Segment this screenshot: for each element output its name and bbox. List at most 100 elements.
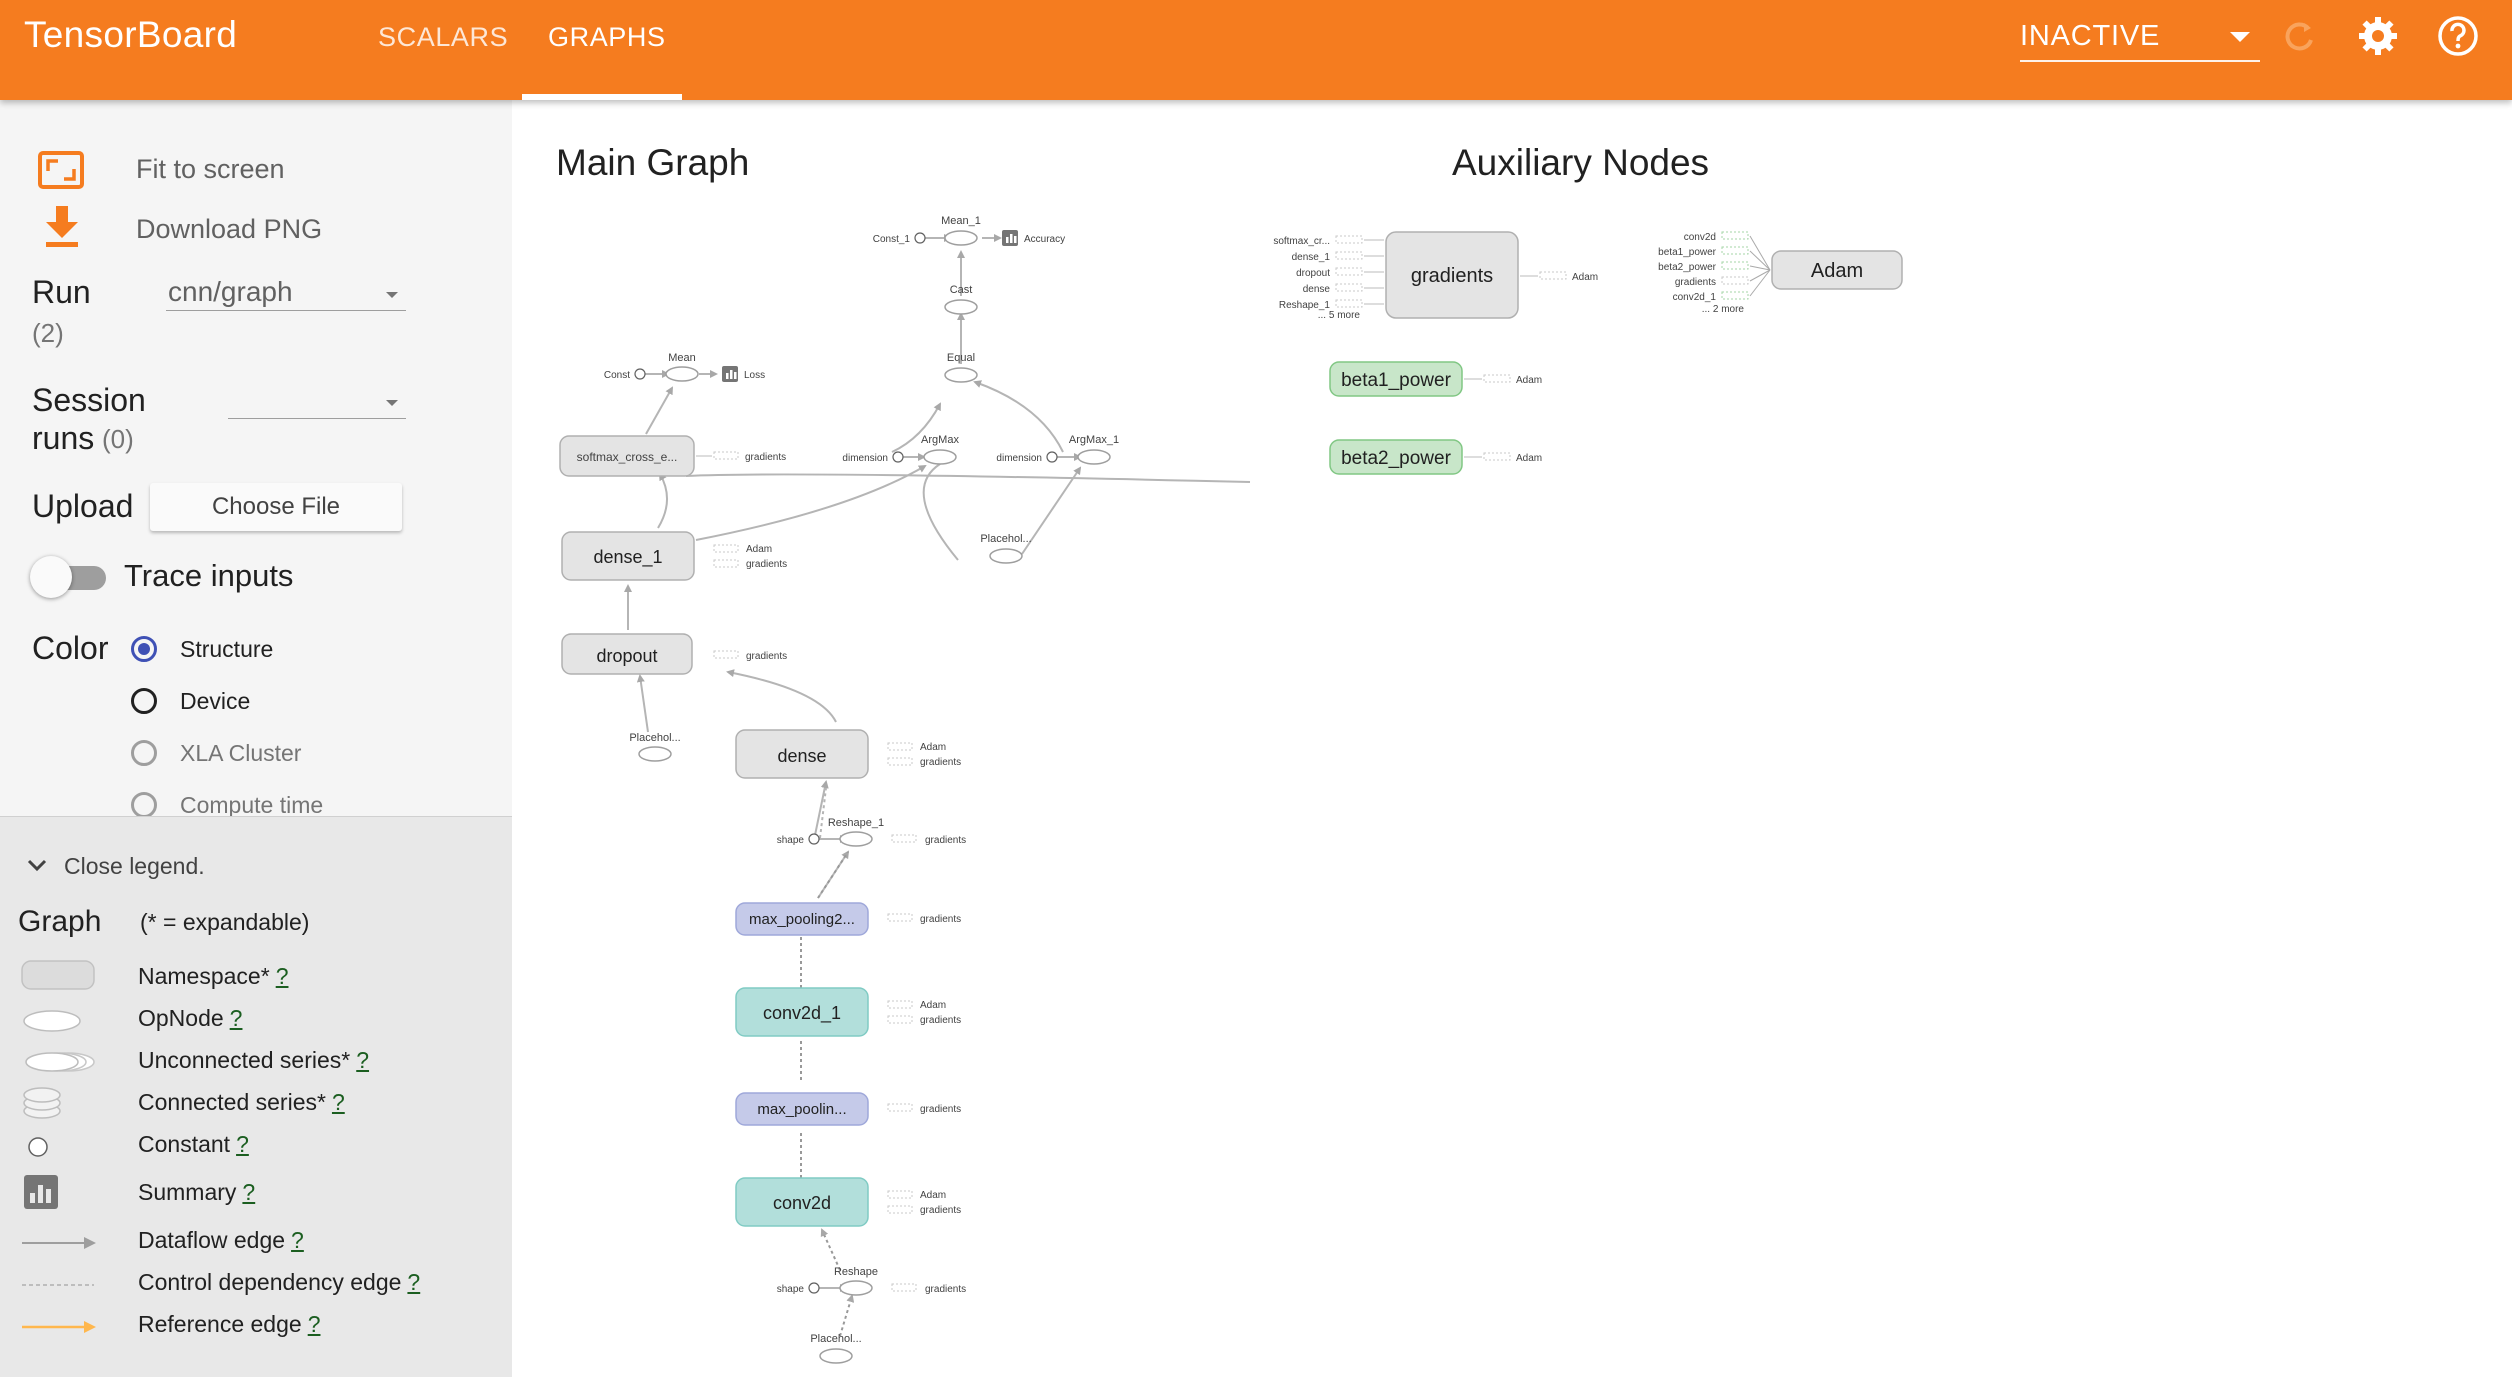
run-count: (2) <box>32 318 64 348</box>
legend-item: Namespace*? <box>138 963 288 990</box>
node-label: conv2d <box>773 1193 831 1213</box>
node-label: Const <box>604 370 630 381</box>
conv2d-node[interactable]: conv2d <box>735 1177 869 1227</box>
max-pooling2d-node[interactable]: max_poolin... <box>735 1092 869 1126</box>
reshape-node[interactable]: Reshape <box>834 1266 878 1296</box>
node-label: Equal <box>947 352 975 364</box>
color-radio-xla-cluster[interactable] <box>131 740 157 766</box>
node-label: ArgMax <box>921 434 959 446</box>
reshape-shape-node[interactable]: shape <box>777 1282 820 1295</box>
main-graph-title: Main Graph <box>556 142 750 183</box>
placeholder-labels-node[interactable]: Placehol... <box>980 533 1032 564</box>
trace-inputs-toggle-knob[interactable] <box>30 556 72 598</box>
node-label: gradients <box>1411 265 1493 287</box>
help-link[interactable]: ? <box>275 963 289 989</box>
const-node[interactable]: Const <box>604 368 646 381</box>
softmax-gradients-stub: gradients <box>696 451 786 463</box>
placeholder-input-node[interactable]: Placehol... <box>810 1333 862 1364</box>
tab-graphs[interactable]: GRAPHS <box>548 22 666 52</box>
aux-adam-node[interactable]: Adam <box>1771 250 1903 290</box>
node-label: Loss <box>744 370 765 381</box>
mean-node[interactable]: Mean <box>665 352 699 382</box>
max-pooling2d-1-node[interactable]: max_pooling2... <box>735 902 869 936</box>
node-label: shape <box>777 835 805 846</box>
help-link[interactable]: ? <box>407 1269 421 1295</box>
dropout-node[interactable]: dropout <box>561 633 693 675</box>
conv2d-1-node[interactable]: conv2d_1 <box>735 987 869 1037</box>
help-link[interactable]: ? <box>242 1179 256 1205</box>
help-link[interactable]: ? <box>331 1089 345 1115</box>
aux-beta2-output-stub: Adam <box>1464 452 1542 464</box>
aux-adam-input-stubs: conv2d beta1_power beta2_power gradients… <box>1658 231 1771 315</box>
chevron-down-icon <box>386 292 398 298</box>
color-radio-compute-time[interactable] <box>131 792 157 818</box>
placeholder-keep-prob-node[interactable]: Placehol... <box>629 732 681 762</box>
node-label: Adam <box>920 1000 946 1011</box>
node-label: gradients <box>746 559 787 570</box>
color-radio-device[interactable] <box>131 688 157 714</box>
help-link[interactable]: ? <box>356 1047 370 1073</box>
chevron-down-icon[interactable] <box>26 857 48 873</box>
dense-node[interactable]: dense <box>735 729 869 779</box>
node-label: Adam <box>920 1190 946 1201</box>
aux-beta1-power-node[interactable]: beta1_power <box>1329 361 1463 397</box>
loss-summary-node[interactable]: Loss <box>722 366 765 382</box>
help-icon[interactable] <box>2436 14 2480 58</box>
session-runs-dropdown[interactable] <box>228 380 406 419</box>
node-label: Adam <box>746 544 772 555</box>
trace-inputs-label: Trace inputs <box>124 558 294 593</box>
cast-node[interactable]: Cast <box>944 284 978 315</box>
node-label: dense_1 <box>1292 252 1331 263</box>
dense-1-node[interactable]: dense_1 <box>561 531 695 581</box>
fit-to-screen-button[interactable]: Fit to screen <box>136 154 285 184</box>
legend-item: Control dependency edge? <box>138 1269 420 1296</box>
dense-1-aux-stubs: Adam gradients <box>713 544 787 570</box>
argmax-node[interactable]: ArgMax <box>921 434 959 465</box>
mean-1-node[interactable]: Mean_1 <box>941 215 981 246</box>
node-label: Reshape_1 <box>828 817 884 829</box>
max-pooling2d-1-aux-stub: gradients <box>887 913 961 925</box>
run-dropdown-value: cnn/graph <box>168 276 293 307</box>
download-icon[interactable] <box>44 206 80 248</box>
node-label: conv2d_1 <box>763 1003 841 1024</box>
node-label: Adam <box>1516 375 1542 386</box>
tab-scalars[interactable]: SCALARS <box>378 22 509 52</box>
accuracy-summary-node[interactable]: Accuracy <box>1002 230 1065 246</box>
argmax-1-node[interactable]: ArgMax_1 <box>1069 434 1119 465</box>
node-label: Adam <box>1516 453 1542 464</box>
node-label: softmax_cross_e... <box>577 450 678 464</box>
help-link[interactable]: ? <box>229 1005 243 1031</box>
help-link[interactable]: ? <box>307 1311 321 1337</box>
equal-node[interactable]: Equal <box>944 352 978 383</box>
legend-item-label: OpNode <box>138 1005 224 1031</box>
status-select[interactable]: INACTIVE <box>2020 18 2260 62</box>
session-runs-label-2: runs <box>32 420 95 456</box>
graph-canvas[interactable]: Mean_1 Const_1 Accuracy Cast Equal Mean … <box>512 100 2512 1376</box>
help-link[interactable]: ? <box>291 1227 304 1253</box>
fit-to-screen-icon[interactable] <box>38 151 84 189</box>
argmax-dimension-node[interactable]: dimension <box>842 451 904 464</box>
settings-icon[interactable] <box>2356 14 2400 58</box>
help-link[interactable]: ? <box>236 1131 249 1157</box>
node-label: ... 5 more <box>1318 310 1361 321</box>
const-1-node[interactable]: Const_1 <box>873 232 926 245</box>
legend-item: Summary? <box>138 1179 255 1206</box>
run-dropdown[interactable]: cnn/graph <box>166 276 406 311</box>
reshape-1-aux-stub: gradients <box>891 834 966 846</box>
legend-item-label: Dataflow edge <box>138 1227 286 1253</box>
aux-gradients-node[interactable]: gradients <box>1385 231 1519 319</box>
choose-file-button[interactable]: Choose File <box>150 483 402 531</box>
aux-beta1-output-stub: Adam <box>1464 374 1542 386</box>
softmax-cross-entropy-node[interactable]: softmax_cross_e... <box>559 435 695 477</box>
download-png-button[interactable]: Download PNG <box>136 214 323 244</box>
argmax-1-dimension-node[interactable]: dimension <box>996 451 1058 464</box>
legend-item: Dataflow edge? <box>138 1227 304 1254</box>
node-label: gradients <box>920 1015 961 1026</box>
close-legend-button[interactable]: Close legend. <box>64 853 205 879</box>
color-option-label: Structure <box>180 636 274 662</box>
refresh-icon[interactable] <box>2278 14 2322 58</box>
reshape-1-node[interactable]: Reshape_1 <box>828 817 884 847</box>
reshape-1-shape-node[interactable]: shape <box>777 833 820 846</box>
color-radio-structure[interactable] <box>131 636 157 662</box>
aux-beta2-power-node[interactable]: beta2_power <box>1329 439 1463 475</box>
